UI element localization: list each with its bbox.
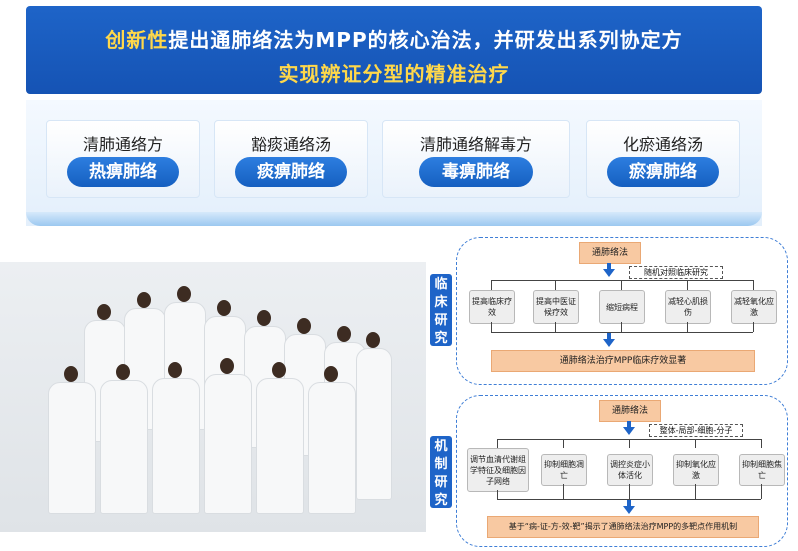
formula-name: 化瘀通络汤 [622,135,703,154]
formula-name: 豁痰通络汤 [250,135,331,154]
formula-card: 清肺通络解毒方 毒痹肺络 [382,120,570,198]
person-head [168,362,182,378]
connector-line [491,280,753,281]
connector-line [491,280,492,290]
down-arrow-icon [623,427,635,435]
formula-name: 清肺通络方 [82,135,163,154]
formula-card: 豁痰通络汤 痰痹肺络 [214,120,368,198]
mechanism-top-box: 通肺络法 [599,400,661,422]
arrow-stem [607,263,611,269]
connector-line [761,439,762,448]
person-head [97,304,111,320]
connector-line [491,332,753,333]
connector-line [497,490,498,499]
connector-line [695,484,696,499]
arrow-stem [627,500,631,506]
clinical-conclusion: 通肺络法治疗MPP临床疗效显著 [491,350,755,372]
connector-line [621,322,622,332]
arrow-stem [627,421,631,427]
person-head [324,366,338,382]
person-head [217,300,231,316]
connector-line [629,484,630,499]
person-head [64,366,78,382]
connector-line [753,280,754,290]
banner-line-1-text: 提出通肺络法为MPP的核心治法，并研发出系列协定方 [168,28,683,52]
clinical-outcome: 减轻心肌损伤 [665,290,711,324]
banner-highlight: 创新性 [105,28,169,52]
clinical-outcome: 缩短病程 [599,290,645,324]
mechanism-finding: 抑制细胞焦亡 [739,454,785,486]
syndrome-pill: 热痹肺络 [67,157,179,187]
connector-line [563,484,564,499]
person-figure [152,378,200,514]
mechanism-finding: 抑制细胞凋亡 [541,454,587,486]
person-head [337,326,351,342]
stage-floor [26,212,762,226]
person-head [220,358,234,374]
person-head [177,286,191,302]
person-figure [48,382,96,514]
formula-name: 清肺通络解毒方 [419,135,532,154]
person-figure [204,374,252,514]
connector-line [563,439,564,448]
mechanism-finding: 调节血清代谢组学特征及细胞因子网络 [467,448,529,492]
banner-line-1: 创新性提出通肺络法为MPP的核心治法，并研发出系列协定方 [26,24,762,53]
down-arrow-icon [603,269,615,277]
connector-line [687,322,688,332]
person-head [297,318,311,334]
person-figure [100,380,148,514]
clinical-outcome: 提高中医证候疗效 [533,290,579,324]
mechanism-finding: 调控炎症小体活化 [607,454,653,486]
connector-line [753,322,754,332]
formula-card: 清肺通络方 热痹肺络 [46,120,200,198]
down-arrow-icon [623,506,635,514]
person-head [272,362,286,378]
connector-line [761,484,762,499]
mechanism-conclusion: 基于“病-证-方-效-靶”揭示了通肺络法治疗MPP的多靶点作用机制 [487,516,759,538]
mechanism-tag: 整体-局部-细胞-分子 [649,424,743,437]
person-head [137,292,151,308]
formula-stage: 清肺通络方 热痹肺络 豁痰通络汤 痰痹肺络 清肺通络解毒方 毒痹肺络 化瘀通络汤… [26,100,762,226]
person-head [116,364,130,380]
connector-line [695,439,696,448]
clinical-top-box: 通肺络法 [579,242,641,264]
down-arrow-icon [603,339,615,347]
syndrome-pill: 痰痹肺络 [235,157,347,187]
clinical-tag: 随机对照临床研究 [629,266,723,279]
banner-line-2: 实现辨证分型的精准治疗 [278,62,510,86]
person-figure [256,378,304,514]
clinical-side-label: 临床研究 [430,274,452,346]
mechanism-side-label: 机制研究 [430,436,452,508]
formula-card: 化瘀通络汤 瘀痹肺络 [586,120,740,198]
connector-line [497,499,761,500]
connector-line [491,322,492,332]
connector-line [497,439,498,448]
connector-line [555,280,556,290]
clinical-outcome: 提高临床疗效 [469,290,515,324]
connector-line [687,280,688,290]
syndrome-pill: 瘀痹肺络 [607,157,719,187]
person-head [366,332,380,348]
mechanism-finding: 抑制氧化应激 [673,454,719,486]
clinical-outcome: 减轻氧化应激 [731,290,777,324]
person-figure [308,382,356,514]
connector-line [621,280,622,290]
arrow-stem [607,333,611,339]
title-banner: 创新性提出通肺络法为MPP的核心治法，并研发出系列协定方 实现辨证分型的精准治疗 [26,6,762,94]
connector-line [629,439,630,448]
team-photo [0,262,426,532]
mechanism-panel: 通肺络法 整体-局部-细胞-分子 调节血清代谢组学特征及细胞因子网络 抑制细胞凋… [456,395,788,547]
syndrome-pill: 毒痹肺络 [419,157,533,187]
person-figure [356,348,392,500]
connector-line [555,322,556,332]
person-head [257,310,271,326]
clinical-panel: 通肺络法 随机对照临床研究 提高临床疗效 提高中医证候疗效 缩短病程 减轻心肌损… [456,237,788,385]
